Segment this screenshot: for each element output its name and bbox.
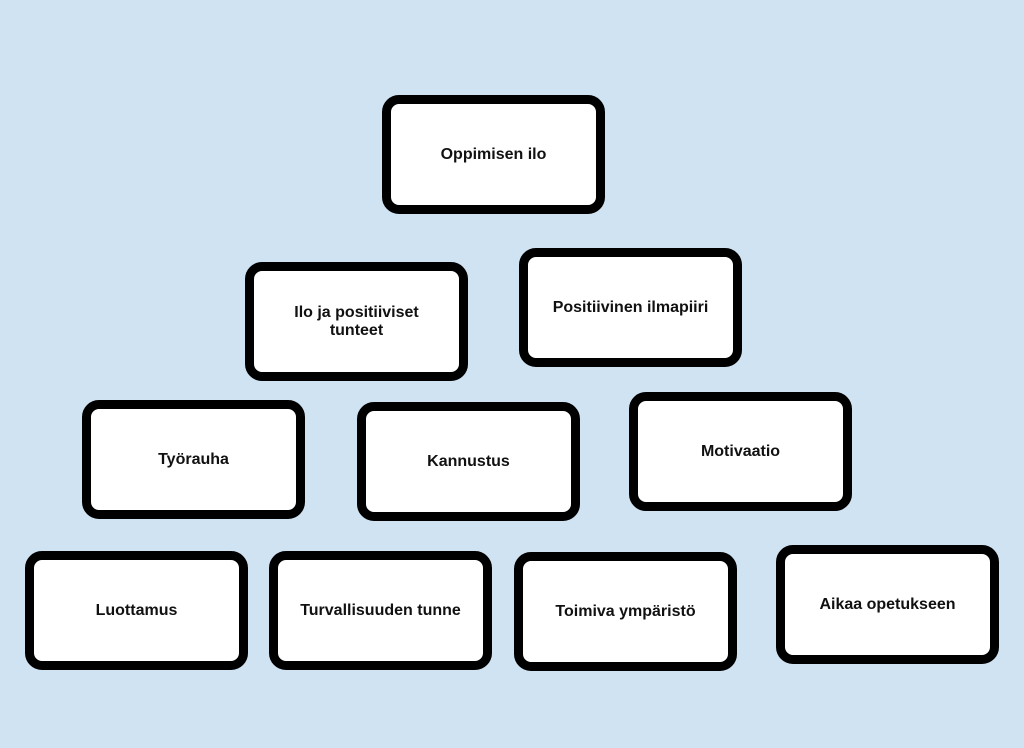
box-toimiva-ymparisto: Toimiva ympäristö (514, 552, 737, 671)
box-motivaatio: Motivaatio (629, 392, 852, 511)
box-aikaa-opetukseen: Aikaa opetukseen (776, 545, 999, 664)
box-label: Aikaa opetukseen (819, 595, 956, 613)
box-label: Turvallisuuden tunne (300, 601, 461, 619)
box-label: Motivaatio (700, 442, 781, 460)
box-ilo-ja-positiiviset-tunteet: Ilo ja positiiviset tunteet (245, 262, 468, 381)
box-label: Positiivinen ilmapiiri (552, 298, 709, 316)
box-oppimisen-ilo: Oppimisen ilo (382, 95, 605, 214)
box-label: Toimiva ympäristö (555, 602, 696, 620)
box-luottamus: Luottamus (25, 551, 248, 670)
box-label: Luottamus (95, 601, 178, 619)
box-label: Ilo ja positiiviset tunteet (294, 303, 419, 339)
box-kannustus: Kannustus (357, 402, 580, 521)
box-positiivinen-ilmapiiri: Positiivinen ilmapiiri (519, 248, 742, 367)
box-turvallisuuden-tunne: Turvallisuuden tunne (269, 551, 492, 670)
box-label: Kannustus (427, 452, 510, 470)
box-label: Työrauha (158, 450, 229, 468)
box-label: Oppimisen ilo (440, 145, 547, 163)
box-tyorauha: Työrauha (82, 400, 305, 519)
